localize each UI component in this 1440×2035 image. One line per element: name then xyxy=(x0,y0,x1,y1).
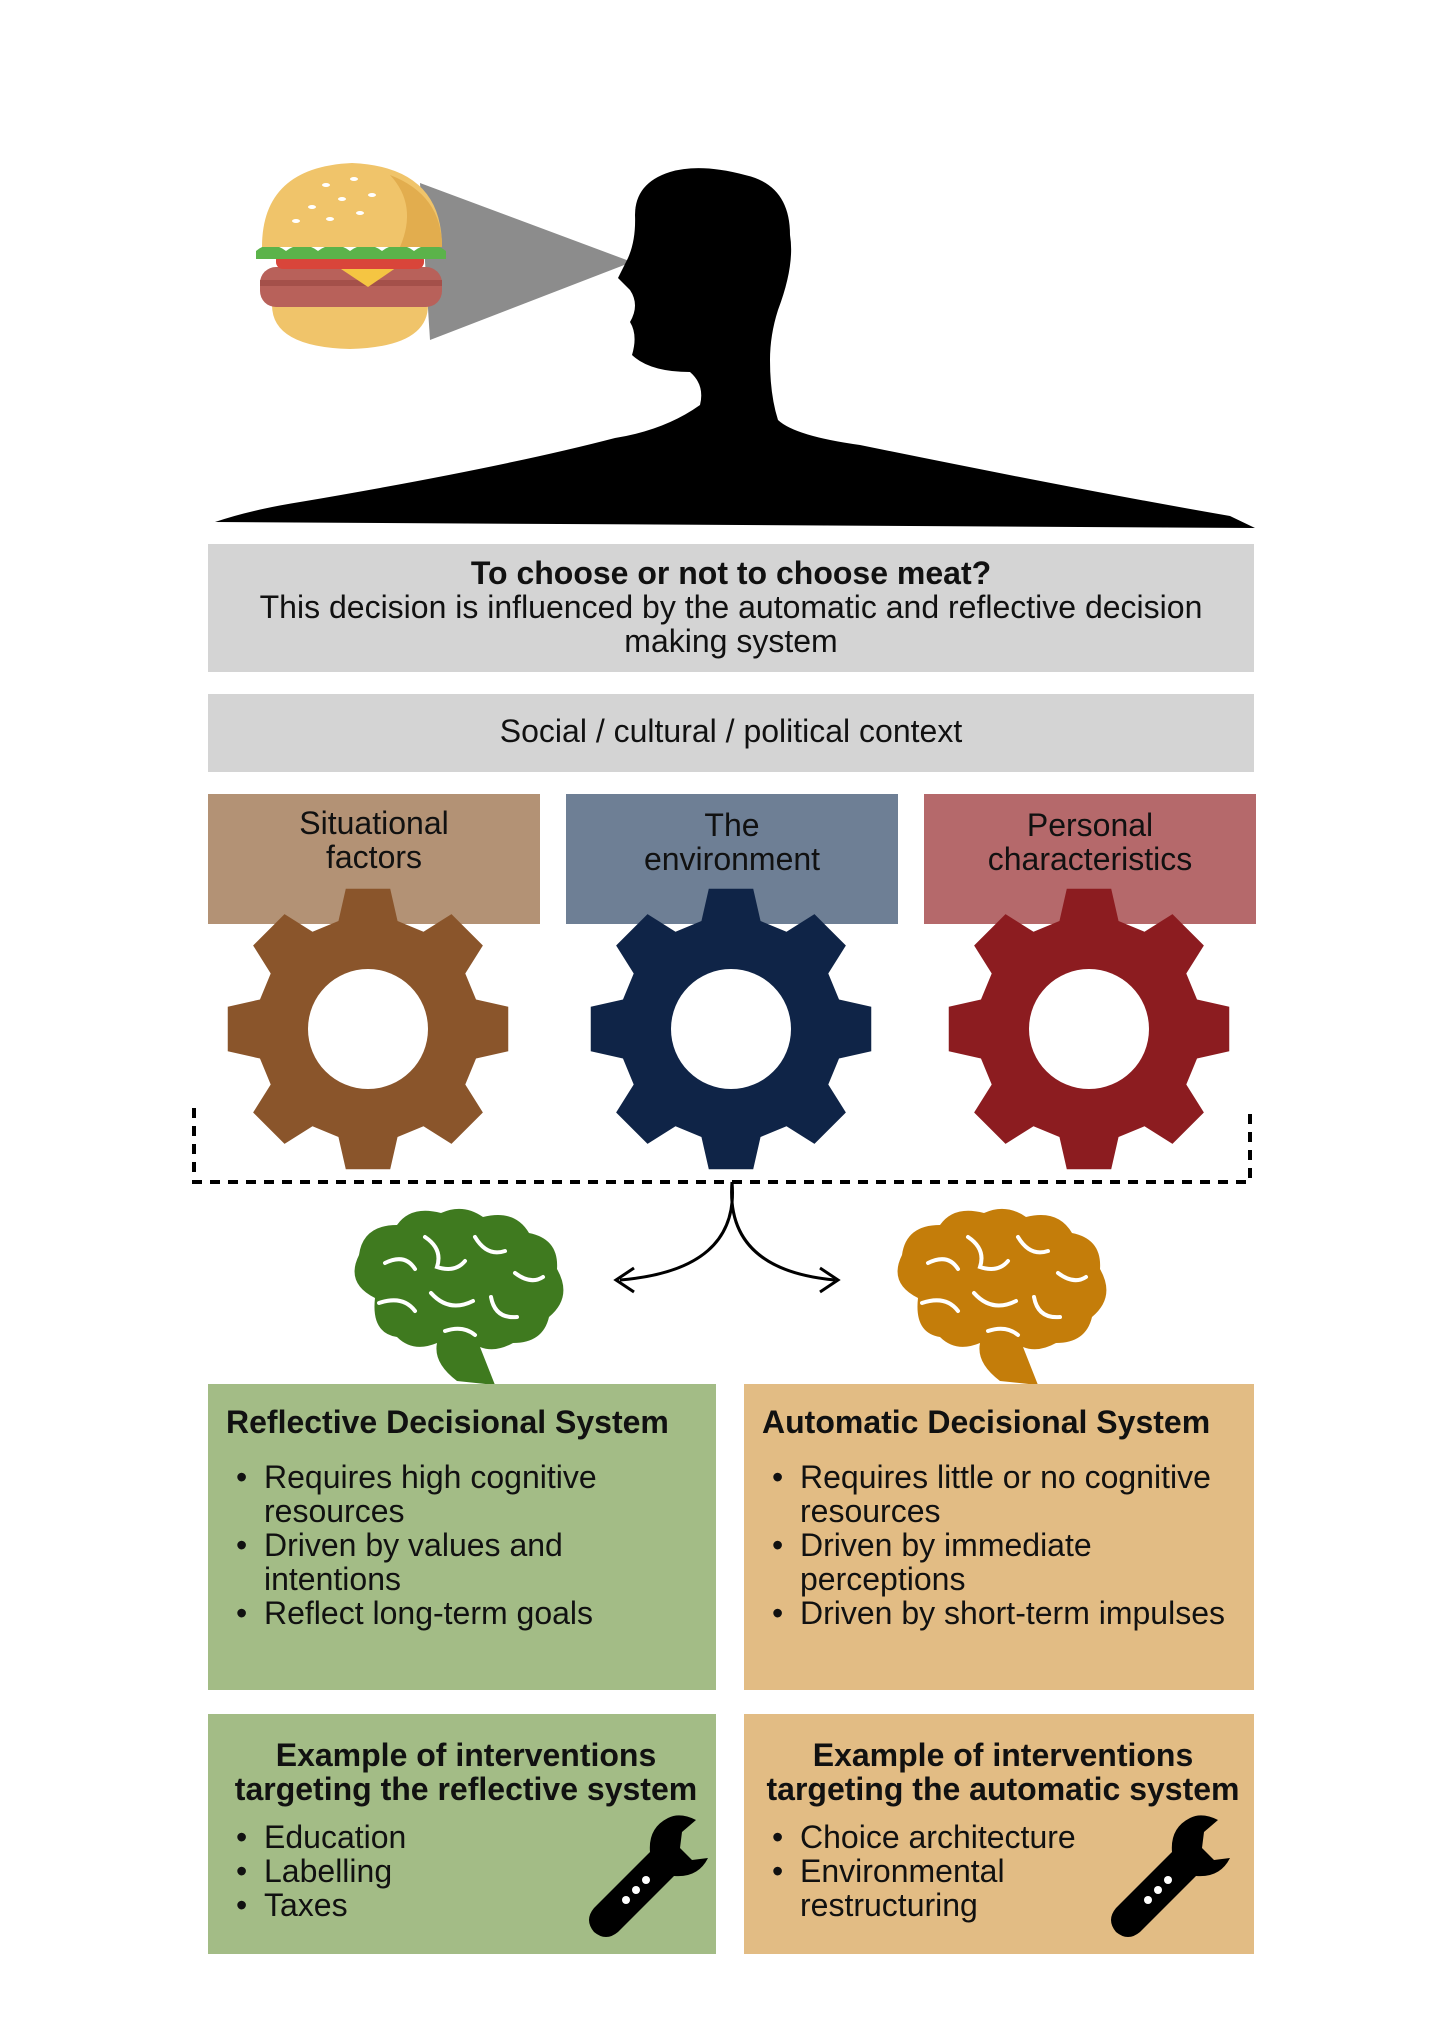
burger-icon xyxy=(256,163,446,349)
automatic-system-box: Automatic Decisional System Requires lit… xyxy=(744,1384,1254,1690)
factor-label: Personal characteristics xyxy=(987,807,1193,877)
gear-icon xyxy=(227,888,509,1170)
question-title: To choose or not to choose meat? xyxy=(470,555,992,591)
automatic-system-title: Automatic Decisional System xyxy=(762,1404,1211,1440)
gear-icon xyxy=(948,888,1230,1170)
reflective-interventions-title: Example of interventions targeting the r… xyxy=(234,1737,698,1807)
list-item: Requires high cognitive resources xyxy=(226,1460,684,1528)
reflective-interventions-list: Education Labelling Taxes xyxy=(226,1820,716,1922)
reflective-system-box: Reflective Decisional System Requires hi… xyxy=(208,1384,716,1690)
question-subtitle: This decision is influenced by the autom… xyxy=(259,589,1203,659)
list-item: Driven by short-term impulses xyxy=(762,1596,1244,1630)
gear-hole xyxy=(671,969,791,1089)
list-item: Requires little or no cognitive resource… xyxy=(762,1460,1244,1528)
person-silhouette-icon xyxy=(215,168,1255,528)
factor-box-environment: The environment xyxy=(566,794,898,924)
reflective-system-title: Reflective Decisional System xyxy=(226,1404,669,1440)
automatic-interventions-box: Example of interventions targeting the a… xyxy=(744,1714,1254,1954)
gaze-cone xyxy=(420,183,632,340)
list-item: Driven by values and intentions xyxy=(226,1528,684,1596)
list-item: Environmental restructuring xyxy=(762,1854,1104,1922)
list-item: Taxes xyxy=(226,1888,716,1922)
list-item: Education xyxy=(226,1820,716,1854)
automatic-interventions-list: Choice architecture Environmental restru… xyxy=(762,1820,1254,1922)
brain-icon xyxy=(354,1208,564,1385)
wrench-icon xyxy=(589,1815,708,1937)
gear-hole xyxy=(308,969,428,1089)
context-box: Social / cultural / political context xyxy=(208,694,1254,772)
gear-icon xyxy=(590,888,872,1170)
question-box: To choose or not to choose meat? This de… xyxy=(208,544,1254,672)
list-item: Labelling xyxy=(226,1854,716,1888)
automatic-bullets: Requires little or no cognitive resource… xyxy=(762,1460,1244,1630)
list-item: Reflect long-term goals xyxy=(226,1596,684,1630)
factor-label: Situational factors xyxy=(299,805,449,875)
factor-label: The environment xyxy=(643,807,821,877)
list-item: Choice architecture xyxy=(762,1820,1104,1854)
gear-hole xyxy=(1029,969,1149,1089)
wrench-icon xyxy=(1111,1815,1230,1937)
automatic-interventions-title: Example of interventions targeting the a… xyxy=(766,1737,1240,1807)
brain-icon xyxy=(897,1208,1107,1385)
context-label: Social / cultural / political context xyxy=(499,713,963,749)
reflective-bullets: Requires high cognitive resources Driven… xyxy=(226,1460,704,1630)
reflective-interventions-box: Example of interventions targeting the r… xyxy=(208,1714,716,1954)
list-item: Driven by immediate perceptions xyxy=(762,1528,1244,1596)
connector-lines xyxy=(192,1108,1252,1294)
